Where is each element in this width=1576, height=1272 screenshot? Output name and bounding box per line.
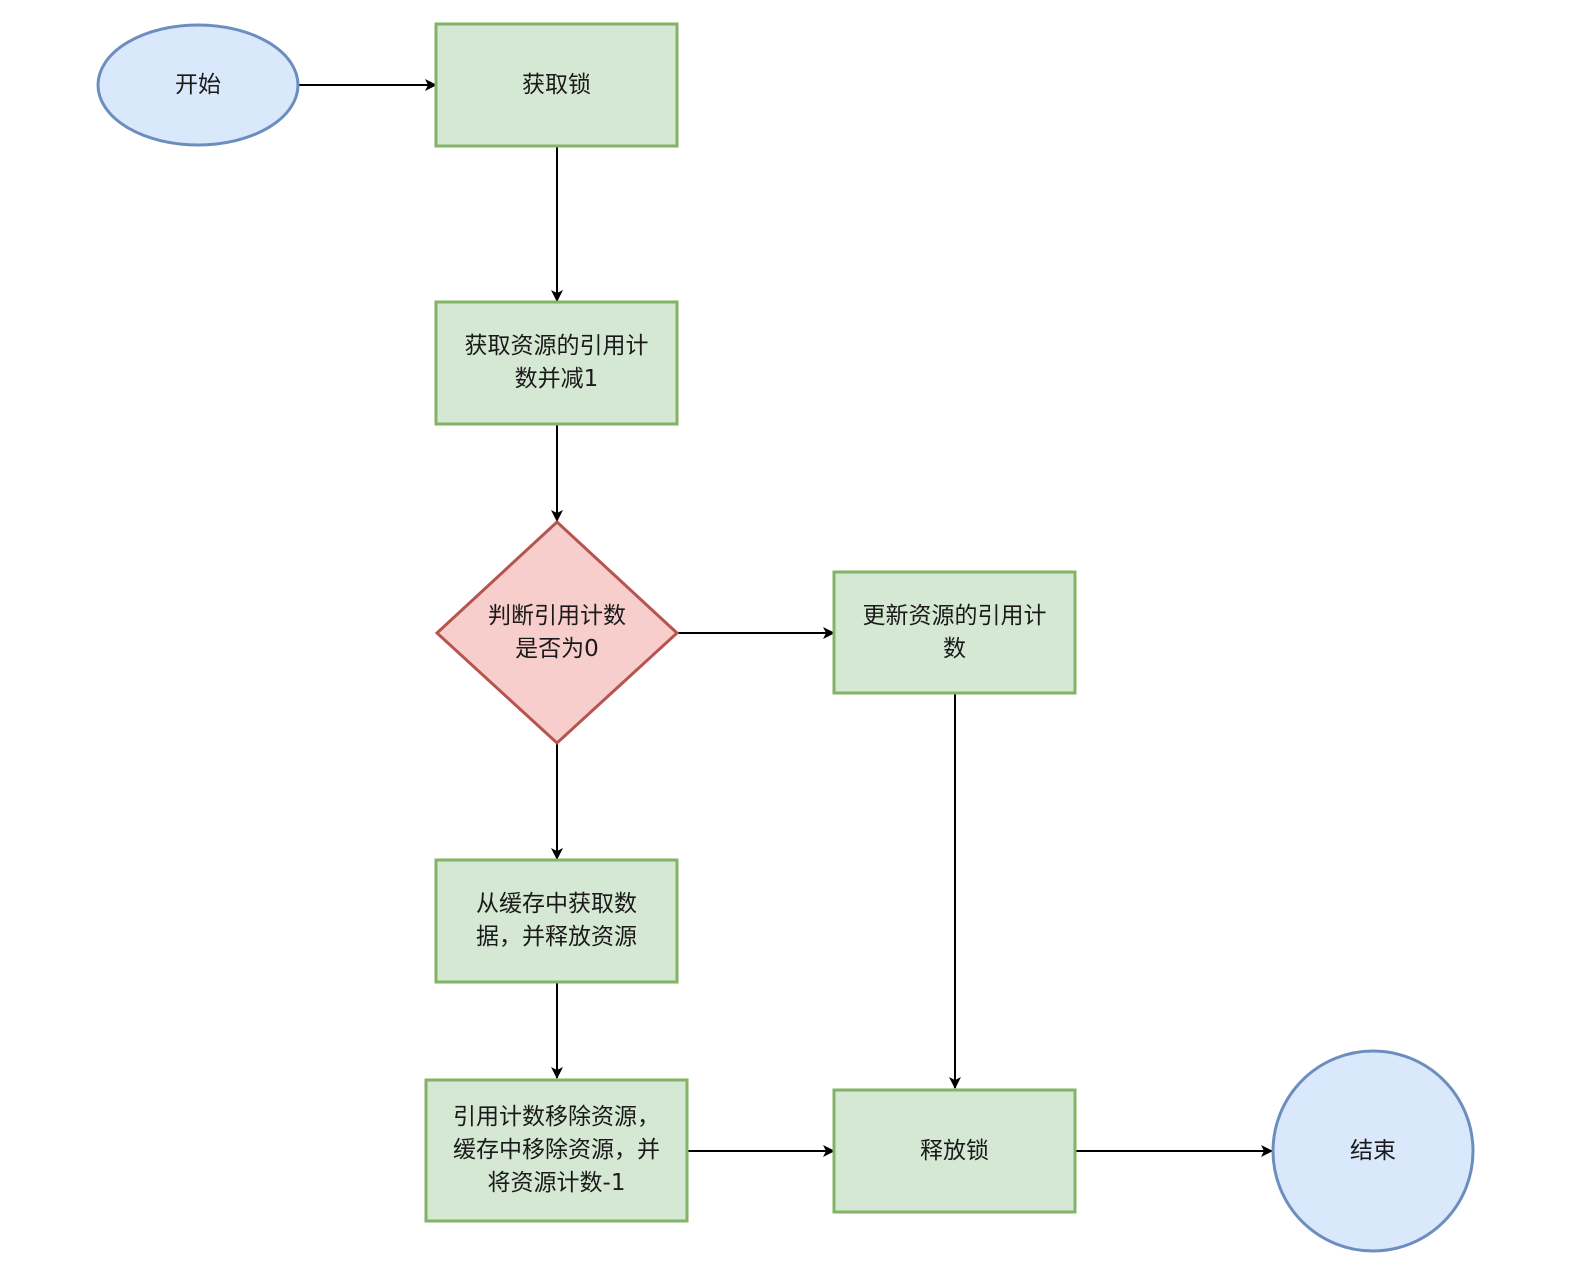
check-zero-label: 判断引用计数是否为0 — [488, 602, 626, 662]
remove-resource-node[interactable] — [424, 1078, 689, 1223]
get-refcount-label: 获取资源的引用计数并减1 — [464, 333, 649, 392]
acquire-lock-node[interactable] — [434, 22, 679, 148]
fetch-cache-node[interactable] — [434, 858, 679, 984]
start-node[interactable] — [96, 23, 300, 147]
end-node[interactable] — [1271, 1049, 1475, 1253]
update-refcount-node[interactable] — [832, 570, 1077, 695]
acquire-lock-label: 获取锁 — [522, 71, 591, 98]
end-label: 结束 — [1350, 1137, 1396, 1164]
get-refcount-node[interactable] — [434, 300, 679, 426]
check-zero-node[interactable] — [434, 519, 680, 746]
remove-resource-label: 引用计数移除资源，缓存中移除资源，并将资源计数-1 — [453, 1104, 660, 1196]
fetch-cache-label: 从缓存中获取数据，并释放资源 — [476, 891, 637, 950]
release-lock-label: 释放锁 — [920, 1137, 989, 1164]
start-label: 开始 — [175, 71, 221, 98]
release-lock-node[interactable] — [832, 1088, 1077, 1214]
update-refcount-label: 更新资源的引用计数 — [862, 602, 1047, 662]
